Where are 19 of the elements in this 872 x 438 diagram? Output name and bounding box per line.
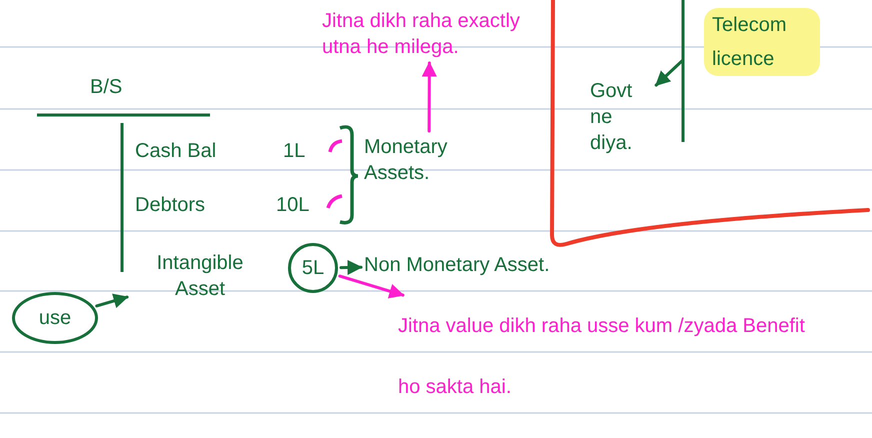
note-text: Cash Bal — [135, 140, 216, 163]
circled-text: 5L — [288, 243, 338, 293]
arrow — [338, 274, 404, 298]
heading: B/S — [90, 76, 122, 99]
note-text: Debtors — [135, 194, 206, 217]
arrow — [654, 58, 684, 87]
arrow — [422, 62, 437, 132]
arrow — [95, 294, 129, 308]
note-text: Jitna dikh raha exactly utna he milega. — [322, 8, 537, 60]
note-text: 10L — [276, 194, 310, 217]
note-text: Jitna value dikh raha usse kum /zyada Benefit ho sakta hai. — [398, 296, 818, 418]
note-text: Non Monetary Asset. — [364, 252, 694, 278]
note-text: Intangible Asset — [130, 250, 270, 302]
note-text: 1L — [283, 140, 306, 163]
circled-text: use — [12, 292, 98, 344]
note-text: Monetary Assets. — [364, 134, 494, 186]
highlighted-text: Telecom licence — [704, 8, 820, 76]
note-text: Govt ne diya. — [590, 78, 654, 156]
arrow — [340, 260, 362, 275]
